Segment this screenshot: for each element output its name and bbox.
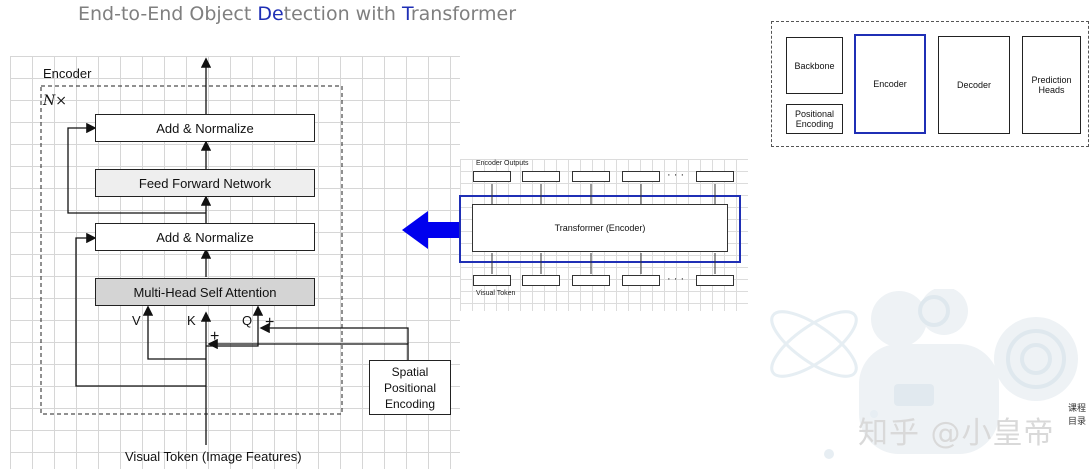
- title-text-2: tection with: [283, 3, 403, 25]
- q-label: Q: [242, 313, 253, 328]
- encoder-box: Encoder: [854, 34, 926, 134]
- k-label: K: [187, 313, 196, 328]
- page-title: End-to-End Object Detection with Transfo…: [78, 3, 516, 25]
- output-token-4: [622, 171, 660, 182]
- transformer-arrows: [491, 184, 716, 274]
- transformer-figure: Encoder Outputs · · · Transformer (Encod…: [459, 159, 748, 311]
- side-text-line-2: 目录: [1068, 416, 1087, 426]
- transformer-encoder-box: Transformer (Encoder): [472, 204, 728, 252]
- encoder-diagram: Encoder N× Add & Normalize Feed Forward …: [10, 56, 460, 469]
- watermark: 知乎 @小皇帝: [858, 416, 1055, 451]
- plus-sign-q: +: [265, 314, 275, 331]
- robot-illustration-icon: [770, 289, 1078, 459]
- prediction-heads-box: Prediction Heads: [1022, 36, 1081, 134]
- v-label: V: [132, 313, 141, 328]
- add-normalize-top: Add & Normalize: [95, 114, 315, 142]
- visual-token-1: [473, 275, 511, 286]
- feed-forward-network: Feed Forward Network: [95, 169, 315, 197]
- dots-bottom: · · ·: [667, 273, 685, 285]
- visual-token-label: Visual Token: [476, 290, 516, 297]
- title-text-3: ransformer: [410, 3, 517, 25]
- plus-sign-k: +: [210, 328, 220, 345]
- side-text-line-1: 课程: [1068, 403, 1087, 413]
- encoder-label: Encoder: [43, 66, 92, 81]
- visual-token-2: [522, 275, 560, 286]
- positional-encoding-box: Positional Encoding: [786, 104, 843, 134]
- dots-top: · · ·: [667, 169, 685, 181]
- output-token-5: [696, 171, 734, 182]
- decoder-box: Decoder: [938, 36, 1010, 134]
- repeat-label: N×: [43, 93, 67, 109]
- multi-head-self-attention: Multi-Head Self Attention: [95, 278, 315, 306]
- add-normalize-bottom: Add & Normalize: [95, 223, 315, 251]
- input-label: Visual Token (Image Features): [125, 449, 302, 464]
- title-highlight-1: De: [257, 3, 284, 25]
- output-token-1: [473, 171, 511, 182]
- spatial-positional-encoding: Spatial Positional Encoding: [369, 360, 451, 415]
- pipeline-overview: Backbone Positional Encoding Encoder Dec…: [771, 21, 1089, 147]
- title-highlight-2: T: [402, 3, 411, 25]
- side-panel-text[interactable]: 课程 目录: [1068, 402, 1086, 428]
- visual-token-3: [572, 275, 610, 286]
- visual-token-4: [622, 275, 660, 286]
- title-text-1: End-to-End Object: [78, 3, 258, 25]
- output-token-3: [572, 171, 610, 182]
- visual-token-5: [696, 275, 734, 286]
- transformer-encoder-frame: [459, 195, 741, 263]
- backbone-box: Backbone: [786, 37, 843, 94]
- output-token-2: [522, 171, 560, 182]
- encoder-outputs-label: Encoder Outputs: [476, 160, 529, 167]
- blue-arrow-icon: [402, 211, 460, 249]
- encoder-connectors: [40, 57, 409, 445]
